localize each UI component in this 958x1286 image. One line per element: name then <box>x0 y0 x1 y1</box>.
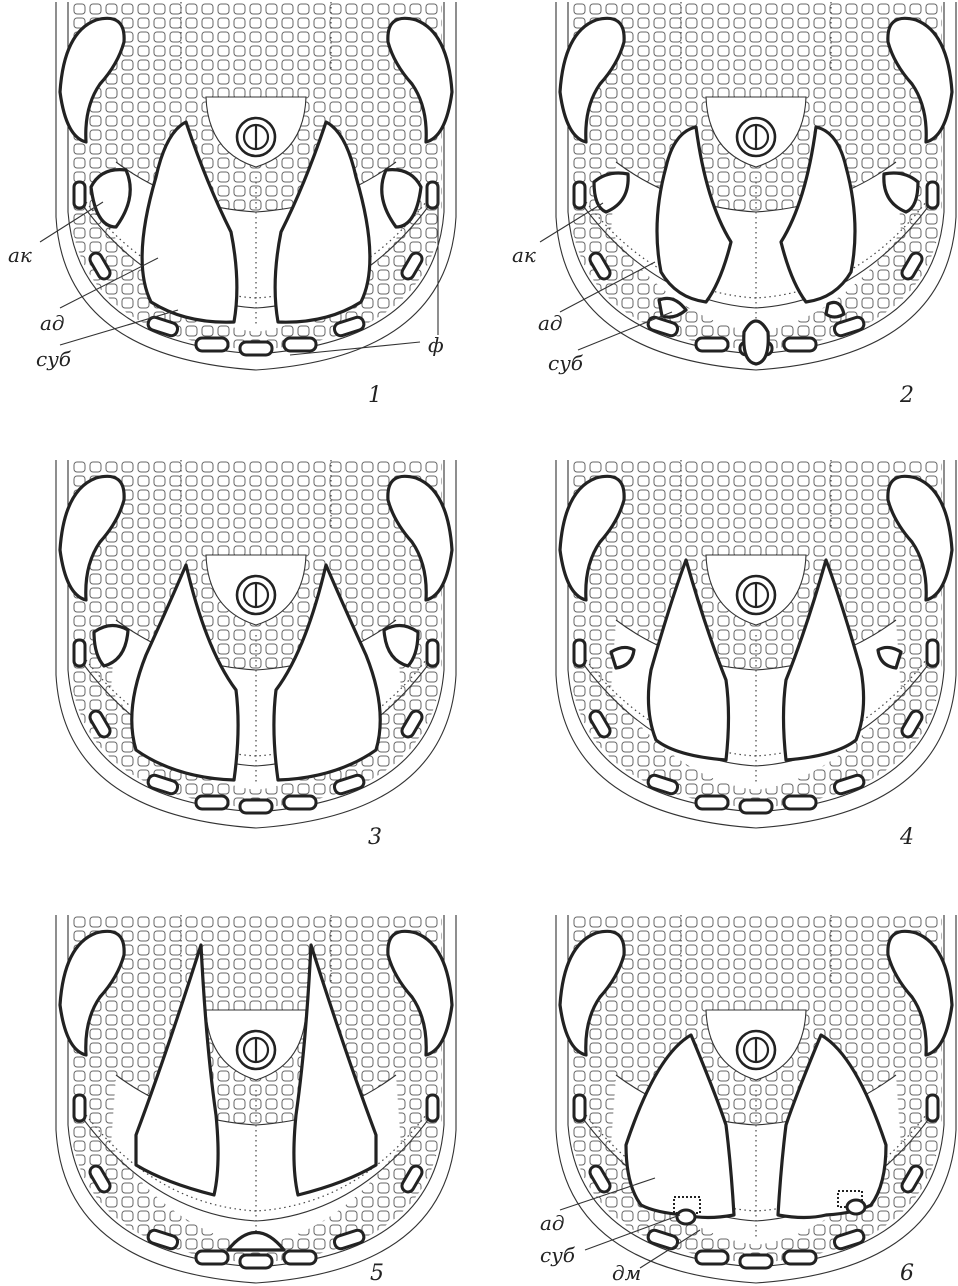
panel-6 <box>556 915 956 1283</box>
label-p2-sub: суб <box>548 351 584 375</box>
label-p1-ad: ад <box>40 311 65 335</box>
label-p2-ad: ад <box>538 311 563 335</box>
label-p1-f: ф <box>428 333 444 357</box>
panel-number-3: 3 <box>368 825 382 850</box>
panel-number-5: 5 <box>370 1261 384 1286</box>
panel-5 <box>56 915 456 1283</box>
panel-3 <box>56 460 456 828</box>
panel-2 <box>556 2 956 370</box>
label-p6-sub: суб <box>540 1243 576 1267</box>
label-p2-ak: ак <box>512 243 536 267</box>
panel-number-1: 1 <box>368 383 382 408</box>
label-p6-ad: ад <box>540 1211 565 1235</box>
panel-number-6: 6 <box>900 1261 914 1286</box>
label-p6-dm: дм <box>612 1261 641 1285</box>
label-p1-ak: ак <box>8 243 32 267</box>
panel-1 <box>56 2 456 370</box>
panel-4 <box>556 460 956 828</box>
label-p1-sub: суб <box>36 347 72 371</box>
panel-number-2: 2 <box>899 383 914 408</box>
panel-number-4: 4 <box>899 825 914 850</box>
